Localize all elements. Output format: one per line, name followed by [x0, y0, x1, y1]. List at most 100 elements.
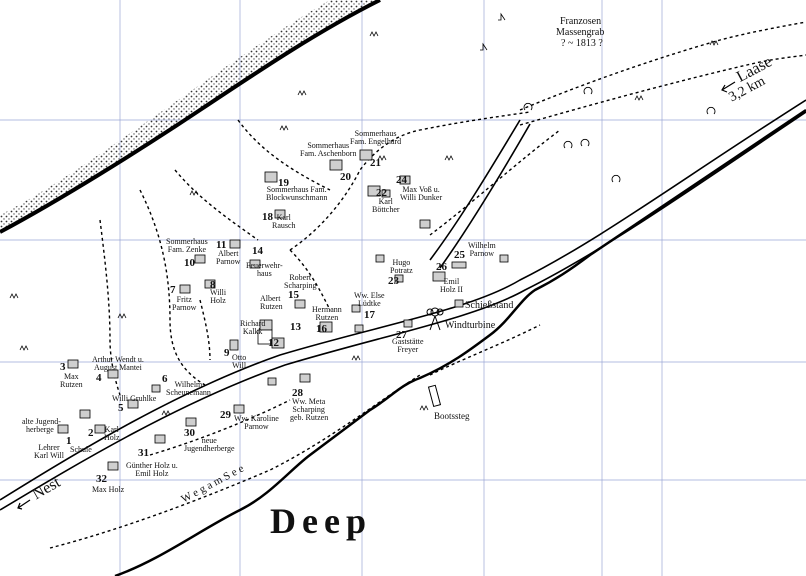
label-herberge: herberge — [26, 425, 54, 434]
house-label-line1: Ww. Else — [354, 291, 385, 300]
side-road-2 — [439, 123, 531, 269]
house-label-line2: Böttcher — [372, 205, 400, 214]
house-label-line2: Holz II — [440, 285, 463, 294]
house-number-28: 28 — [292, 387, 303, 399]
house-number-10: 10 — [184, 257, 195, 269]
house-number-4: 4 — [96, 372, 102, 384]
house-number-2: 2 — [88, 427, 94, 439]
house-number-19: 19 — [278, 177, 289, 189]
house-label-line1: Sommerhaus — [307, 141, 350, 150]
house-label-line1: Sommerhaus — [354, 129, 397, 138]
label-rutzen-12: Rutzen — [260, 302, 283, 311]
house-number-18: 18 — [262, 211, 273, 223]
house-label-line1: Gaststätte — [392, 337, 424, 346]
house-number-30: 30 — [184, 427, 195, 439]
house-number-14: 14 — [252, 245, 263, 257]
house-label-line2: Parnow — [469, 249, 495, 258]
house-label-line1: Wilhelm — [468, 241, 496, 250]
vegetation-marks — [9, 12, 719, 416]
direction-arrows — [17, 81, 736, 510]
bootssteg-pier — [427, 384, 442, 408]
house-number-24: 24 — [396, 174, 407, 186]
house-number-20: 20 — [340, 171, 351, 183]
house-number-32: 32 — [96, 473, 107, 485]
house-number-5: 5 — [118, 402, 124, 414]
house-label-line1: Feuerwehr- — [246, 261, 283, 270]
house-label-line1: Richard — [240, 319, 266, 328]
house-number-25: 25 — [454, 249, 465, 261]
house-label-line2: Holz — [104, 433, 120, 442]
house-label-32: Max Holz — [92, 486, 124, 494]
bootssteg-label: Bootssteg — [434, 411, 470, 421]
house-label-line1: Max Holz — [92, 485, 125, 494]
house-label-line2: Willi Dunker — [400, 193, 443, 202]
house-number-12: 12 — [268, 337, 279, 349]
buildings — [57, 149, 509, 471]
house-label-line2: Will — [232, 361, 247, 370]
house-label-line2: Blockwunschmann — [266, 193, 328, 202]
house-number-3: 3 — [60, 361, 66, 373]
house-label-line2: Rutzen — [315, 313, 339, 322]
house-number-8: 8 — [210, 279, 216, 291]
house-number-26: 26 — [436, 261, 447, 273]
house-number-17: 17 — [364, 309, 375, 321]
house-label-line1: Günther Holz u. — [126, 461, 178, 470]
house-label-line2: Kalkk — [242, 327, 263, 336]
house-label-line2: Parnow — [216, 257, 241, 266]
house-number-6: 6 — [162, 373, 168, 385]
house-label-line1: Karl — [276, 213, 291, 222]
house-label-line2: Fam. Aschenborn — [300, 149, 357, 158]
tree-marks — [523, 86, 716, 183]
house-number-11: 11 — [216, 239, 227, 251]
house-label-line2: Parnow — [244, 422, 269, 431]
windturbine-icon — [426, 307, 444, 331]
house-label-line1: Hermann — [312, 305, 342, 314]
house-label-line2: Rutzen — [60, 380, 83, 389]
house-label-line2: haus — [257, 269, 272, 278]
coast-line — [0, 0, 381, 234]
house-label-line2: Rausch — [272, 221, 296, 230]
grave-line3: ? ~ 1813 ? — [561, 38, 603, 49]
label-schule: Schule — [70, 445, 92, 454]
house-number-23: 23 — [388, 275, 399, 287]
house-label-line1: Willi Gruhlke — [112, 394, 157, 403]
house-label-line1: Max — [64, 372, 79, 381]
house-label-line1: Ww. Karoline — [234, 414, 279, 423]
house-label-14: Feuerwehr-haus — [246, 262, 283, 278]
house-label-line1: Hugo — [392, 258, 411, 267]
house-label-19: Sommerhaus Fam.Blockwunschmann — [266, 186, 327, 202]
house-label-31: Günther Holz u.Emil Holz — [126, 462, 178, 478]
house-label-line1: Emil — [443, 277, 460, 286]
house-label-line2: Parnow — [172, 303, 197, 312]
house-number-1: 1 — [66, 435, 72, 447]
house-label-line2: Fam. Engelhard — [350, 137, 402, 146]
house-number-13: 13 — [290, 321, 301, 333]
house-number-7: 7 — [170, 284, 176, 296]
house-label-line2: Emil Holz — [135, 469, 169, 478]
house-label-line2: Potratz — [390, 266, 413, 275]
house-label-line2: Lüdtke — [357, 299, 381, 308]
main-road — [0, 99, 806, 511]
house-label-line2: Fam. Zenke — [167, 245, 206, 254]
house-number-29: 29 — [220, 409, 231, 421]
lake-name: Deep — [270, 501, 372, 541]
lake-shore — [114, 108, 806, 576]
house-label-line1: Wilhelm — [174, 380, 203, 389]
